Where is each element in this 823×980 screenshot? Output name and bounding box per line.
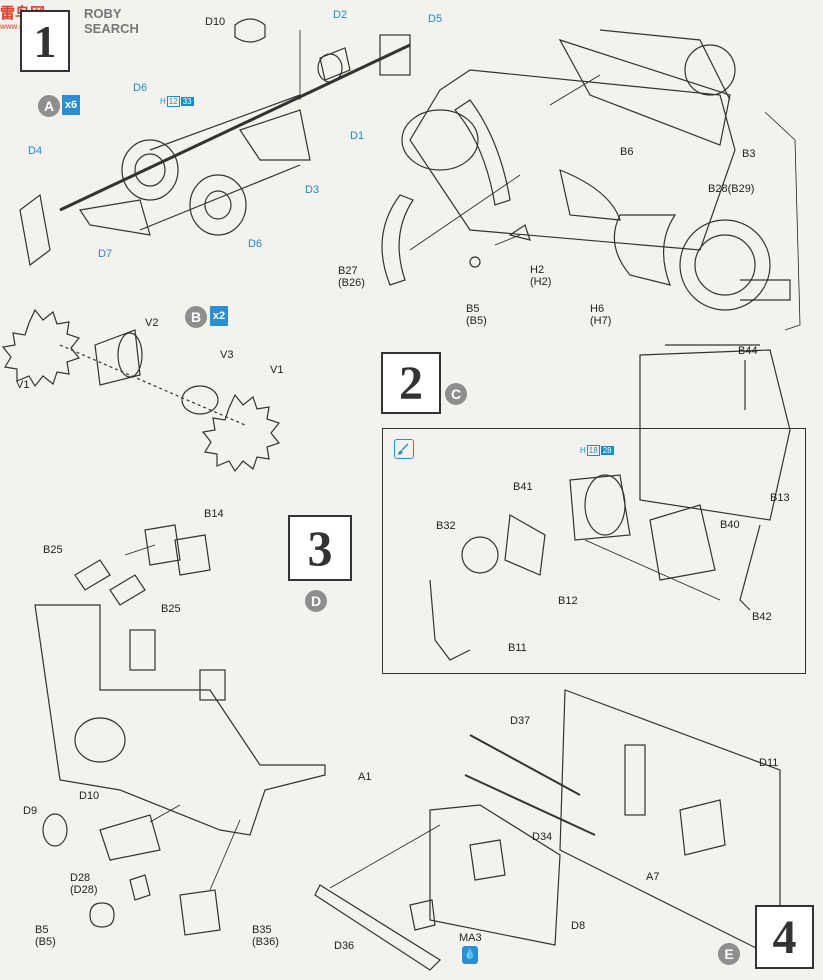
paint-ref-2-a: 18 <box>586 445 600 456</box>
label-b40: B40 <box>720 519 740 531</box>
label-b5-top-alt: (B5) <box>466 315 487 327</box>
paint-ref-1-b: 33 <box>180 97 194 106</box>
step-4-sub-letter: E <box>724 946 734 962</box>
step-1-box: 1 <box>20 10 70 72</box>
step-1-number: 1 <box>33 15 57 67</box>
subassembly-a-letter: A <box>43 98 55 114</box>
label-b27-main: B27 <box>338 265 358 277</box>
label-h2-alt: (H2) <box>530 276 552 288</box>
label-b6: B6 <box>620 146 634 158</box>
paint-ref-2: H 18 28 <box>580 445 614 456</box>
label-b3: B3 <box>742 148 756 160</box>
label-d37: D37 <box>510 715 531 727</box>
label-b5-top: B5 (B5) <box>466 303 487 327</box>
label-d2: D2 <box>333 9 348 21</box>
label-v1-right: V1 <box>270 364 284 376</box>
label-b5-top-main: B5 <box>466 303 480 315</box>
label-v3: V3 <box>220 349 234 361</box>
step-2-number: 2 <box>399 356 423 410</box>
label-d36: D36 <box>334 940 355 952</box>
subassembly-b-letter: B <box>190 309 202 325</box>
label-b27: B27 (B26) <box>338 265 365 289</box>
label-b14: B14 <box>204 508 224 520</box>
label-h2-main: H2 <box>530 264 545 276</box>
label-d28: D28 (D28) <box>70 872 98 896</box>
label-h2: H2 (H2) <box>530 264 551 288</box>
label-b42: B42 <box>752 611 772 623</box>
subassembly-a-multiplier-text: x6 <box>64 99 78 111</box>
label-a7: A7 <box>646 871 660 883</box>
label-d10-top: D10 <box>205 16 226 28</box>
label-v2: V2 <box>145 317 159 329</box>
paint-ref-1-a: 12 <box>166 96 180 107</box>
label-b12: B12 <box>558 595 578 607</box>
label-v1-left: V1 <box>16 379 30 391</box>
label-d7: D7 <box>98 248 113 260</box>
subassembly-a-circle: A <box>38 95 60 117</box>
label-d1: D1 <box>350 130 365 142</box>
label-d4: D4 <box>28 145 43 157</box>
label-h6-alt: (H7) <box>590 315 612 327</box>
label-d34: D34 <box>532 831 553 843</box>
step-2-panel <box>382 428 806 674</box>
watermark-en: ROBY SEARCH <box>84 6 139 36</box>
label-d6-bot: D6 <box>248 238 263 250</box>
label-b25-b: B25 <box>161 603 181 615</box>
paint-ref-2-h: H <box>580 446 586 455</box>
label-b5-bot-alt: (B5) <box>35 936 56 948</box>
step-4-number: 4 <box>772 910 797 964</box>
label-d8: D8 <box>571 920 586 932</box>
label-b5-bot-main: B5 <box>35 924 49 936</box>
label-d28-alt: (D28) <box>70 884 98 896</box>
step-3-number: 3 <box>307 520 333 576</box>
paint-ref-1: H 12 33 <box>160 96 194 107</box>
subassembly-b-circle: B <box>185 306 207 328</box>
subassembly-b-multiplier: x2 <box>210 306 228 326</box>
label-b27-alt: (B26) <box>338 277 365 289</box>
label-d28-main: D28 <box>70 872 91 884</box>
label-b35: B35 (B36) <box>252 924 279 948</box>
step-3-box: 3 <box>288 515 352 581</box>
label-b44: B44 <box>738 345 758 357</box>
label-d5: D5 <box>428 13 443 25</box>
step-2-sub-circle: C <box>445 383 467 405</box>
label-h6: H6 (H7) <box>590 303 611 327</box>
paint-marker-label: MA3 <box>459 932 482 944</box>
paint-ref-2-b: 28 <box>600 446 614 455</box>
step-3-sub-circle: D <box>305 590 327 612</box>
label-d10-bot: D10 <box>79 790 100 802</box>
label-d9: D9 <box>23 805 38 817</box>
paintbrush-glyph <box>398 443 409 455</box>
step-4-box: 4 <box>755 905 814 969</box>
step-4-sub-circle: E <box>718 943 740 965</box>
label-b5-bot: B5 (B5) <box>35 924 56 948</box>
label-b32: B32 <box>436 520 456 532</box>
label-b28: B28(B29) <box>708 183 755 195</box>
step-2-box: 2 <box>381 352 441 414</box>
label-a1: A1 <box>358 771 372 783</box>
water-drop-icon: 💧 <box>462 946 478 964</box>
subassembly-b-multiplier-text: x2 <box>212 310 226 322</box>
label-b13: B13 <box>770 492 790 504</box>
label-d3: D3 <box>305 184 320 196</box>
label-d11: D11 <box>759 757 779 769</box>
step-2-sub-letter: C <box>450 386 462 402</box>
label-b35-main: B35 <box>252 924 272 936</box>
label-b25-a: B25 <box>43 544 63 556</box>
paint-ref-1-h: H <box>160 97 166 106</box>
paintbrush-icon <box>394 439 414 459</box>
subassembly-a-multiplier: x6 <box>62 95 80 115</box>
label-b35-alt: (B36) <box>252 936 279 948</box>
label-d6-top: D6 <box>133 82 148 94</box>
label-b11: B11 <box>508 642 527 654</box>
step-3-sub-letter: D <box>310 593 322 609</box>
label-h6-main: H6 <box>590 303 605 315</box>
label-b41: B41 <box>513 481 533 493</box>
